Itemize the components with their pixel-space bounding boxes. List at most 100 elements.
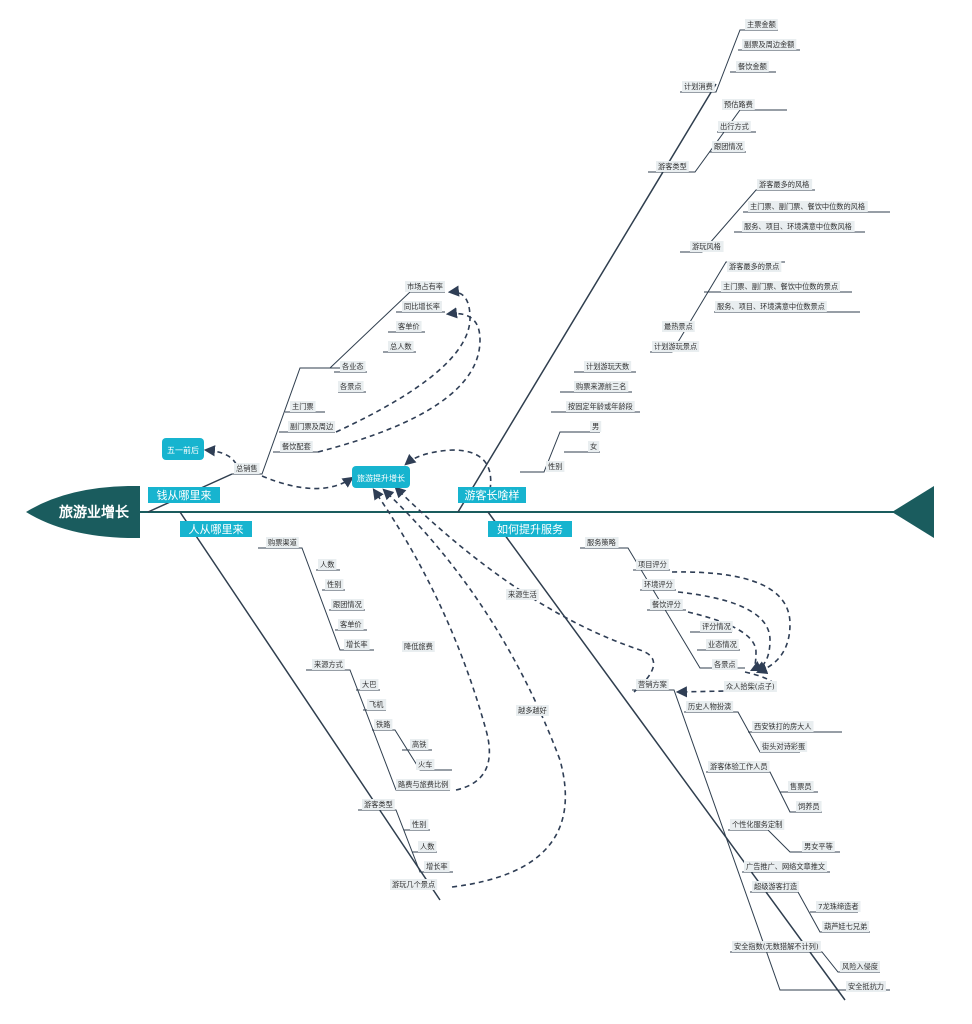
branch-people-box[interactable]: [180, 521, 252, 537]
service-history[interactable]: 历史人物扮演: [686, 701, 734, 712]
service-staff-item-bg: [788, 781, 814, 792]
people-channel-item-text: 跟团情况: [333, 600, 362, 609]
growth-spend-item[interactable]: 主票金额: [745, 19, 778, 30]
growth-style-item[interactable]: 游客最多的风格: [757, 179, 813, 190]
money-main-ticket[interactable]: 主门票: [290, 401, 316, 412]
service-score-item[interactable]: 评分情况: [700, 621, 733, 632]
money-total-sales[interactable]: 总销售: [234, 463, 260, 474]
people-cost-ratio[interactable]: 路费与旅费比例: [396, 779, 451, 790]
people-rail-item[interactable]: 高铁: [410, 739, 429, 750]
growth-style-item[interactable]: 主门票、副门票、餐饮中位数的风格: [748, 201, 868, 212]
people-spots-visited[interactable]: 游玩几个景点: [390, 879, 438, 890]
growth-type-item[interactable]: 出行方式: [718, 121, 751, 132]
branch-growth-box[interactable]: [458, 487, 526, 503]
growth-visitor-type[interactable]: 游客类型: [656, 161, 689, 172]
growth-gender-item[interactable]: 女: [588, 441, 600, 452]
service-staff-item[interactable]: 饲养员: [796, 801, 822, 812]
money-by-business[interactable]: 各业态: [340, 361, 366, 372]
curve-food-to-yoy: [317, 307, 481, 453]
growth-play-style[interactable]: 游玩风格: [690, 241, 724, 252]
growth-plan-spend[interactable]: 计划消费: [682, 81, 715, 92]
holiday-node[interactable]: [162, 438, 204, 460]
people-arrival-item[interactable]: 大巴: [360, 679, 379, 690]
people-arrival[interactable]: 来源方式: [312, 659, 345, 670]
growth-gender[interactable]: 性别: [546, 461, 565, 472]
people-visitor-item[interactable]: 性别: [410, 819, 429, 830]
service-super[interactable]: 超级游客打造: [752, 881, 800, 892]
branch-service-box[interactable]: [488, 521, 572, 537]
people-channel-item[interactable]: 人数: [318, 559, 337, 570]
money-yoy[interactable]: 同比增长率: [402, 301, 442, 312]
money-food[interactable]: 餐饮配套: [280, 441, 313, 452]
people-visitor-type[interactable]: 游客类型: [362, 799, 395, 810]
service-history-item[interactable]: 街头对诗彩蛋: [760, 741, 808, 752]
people-visitor-item[interactable]: 人数: [418, 841, 437, 852]
service-ads[interactable]: 广告推广、网络文章推文: [744, 861, 828, 872]
people-rail-item-text: 高铁: [412, 740, 426, 749]
money-total-people[interactable]: 总人数: [388, 341, 414, 352]
service-safety-item[interactable]: 风险入侵度: [840, 961, 880, 972]
service-strategy[interactable]: 服务策略: [585, 537, 619, 548]
service-staff-item[interactable]: 售票员: [788, 781, 814, 792]
growth-spot-item[interactable]: 游客最多的景点: [727, 261, 782, 272]
people-visitor-item[interactable]: 增长率: [424, 861, 450, 872]
money-sub-ticket[interactable]: 副门票及周边: [288, 421, 336, 432]
service-super-item[interactable]: 7龙珠缔造者: [816, 901, 861, 912]
service-custom-item[interactable]: 男女平等: [802, 841, 835, 852]
people-channel[interactable]: 购票渠道: [266, 537, 299, 548]
growth-visitor-type-bg: [656, 161, 689, 172]
people-arrival-item[interactable]: 飞机: [367, 699, 387, 710]
people-arrival-item-text: 飞机: [369, 700, 384, 709]
people-channel-text: 购票渠道: [268, 538, 297, 547]
service-safety-item-text: 安全抵抗力: [848, 982, 884, 991]
note-crowd-idea[interactable]: 众人拾柴(点子): [724, 681, 777, 692]
service-score-item-bg: [706, 639, 739, 650]
people-visitor-item-bg: [418, 841, 437, 852]
service-score[interactable]: 环境评分: [642, 579, 675, 590]
service-marketing[interactable]: 营销方案: [636, 679, 669, 690]
note-source-life[interactable]: 来源生活: [506, 589, 539, 600]
growth-top-source[interactable]: 购票来源前三名: [574, 381, 629, 392]
people-channel-item[interactable]: 跟团情况: [331, 599, 364, 610]
people-channel-item[interactable]: 性别: [325, 579, 344, 590]
growth-plan-days[interactable]: 计划游玩天数: [584, 361, 632, 372]
growth-spend-item[interactable]: 餐饮金额: [736, 61, 769, 72]
service-score-item[interactable]: 各景点: [712, 659, 738, 670]
money-unit-price[interactable]: 客单价: [396, 321, 422, 332]
growth-gender-item[interactable]: 男: [590, 421, 602, 432]
people-channel-item[interactable]: 客单价: [338, 619, 364, 630]
branch-money-box[interactable]: [148, 487, 220, 503]
service-safety[interactable]: 安全指数(无数猎解不计列): [732, 941, 821, 952]
service-score[interactable]: 项目评分: [636, 559, 669, 570]
service-staff[interactable]: 游客体验工作人员: [708, 761, 770, 772]
service-safety-item[interactable]: 安全抵抗力: [846, 981, 886, 992]
service-history-item[interactable]: 西安铁打的房大人: [752, 721, 814, 732]
money-by-spot-bg: [338, 381, 364, 392]
note-reduce-cost[interactable]: 降低旅费: [402, 641, 435, 652]
money-by-spot[interactable]: 各景点: [338, 381, 364, 392]
center-node[interactable]: [352, 466, 410, 488]
money-market-share[interactable]: 市场占有率: [405, 281, 445, 292]
people-channel-item[interactable]: 增长率: [344, 639, 370, 650]
people-arrival-item[interactable]: 铁路: [374, 719, 393, 730]
service-score-item[interactable]: 业态情况: [706, 639, 739, 650]
growth-type-item[interactable]: 预估路费: [722, 99, 755, 110]
growth-favorite-spot[interactable]: 最热景点: [662, 321, 695, 332]
growth-plan-spend-text: 计划消费: [684, 82, 713, 91]
people-arrival-item-text: 大巴: [362, 680, 376, 689]
service-super-item[interactable]: 葫芦娃七兄弟: [822, 921, 870, 932]
service-score-text: 餐饮评分: [652, 600, 681, 609]
service-custom[interactable]: 个性化服务定制: [730, 819, 785, 830]
service-score[interactable]: 餐饮评分: [650, 599, 683, 610]
people-rail-item[interactable]: 火车: [416, 759, 435, 770]
service-safety-bg: [732, 941, 821, 952]
growth-spend-item[interactable]: 副票及周边金额: [742, 39, 797, 50]
growth-spot-item[interactable]: 服务、项目、环境满意中位数景点: [715, 301, 827, 312]
growth-type-item[interactable]: 跟团情况: [712, 141, 745, 152]
growth-age-group[interactable]: 按固定年龄或年龄段: [566, 401, 635, 412]
growth-plan-spots[interactable]: 计划游玩景点: [652, 341, 700, 352]
growth-style-item[interactable]: 服务、项目、环境满意中位数风格: [742, 221, 855, 232]
note-more-better[interactable]: 越多越好: [516, 705, 549, 716]
growth-spot-item[interactable]: 主门票、副门票、餐饮中位数的景点: [721, 281, 841, 292]
people-arrival-item-text: 铁路: [376, 720, 390, 729]
